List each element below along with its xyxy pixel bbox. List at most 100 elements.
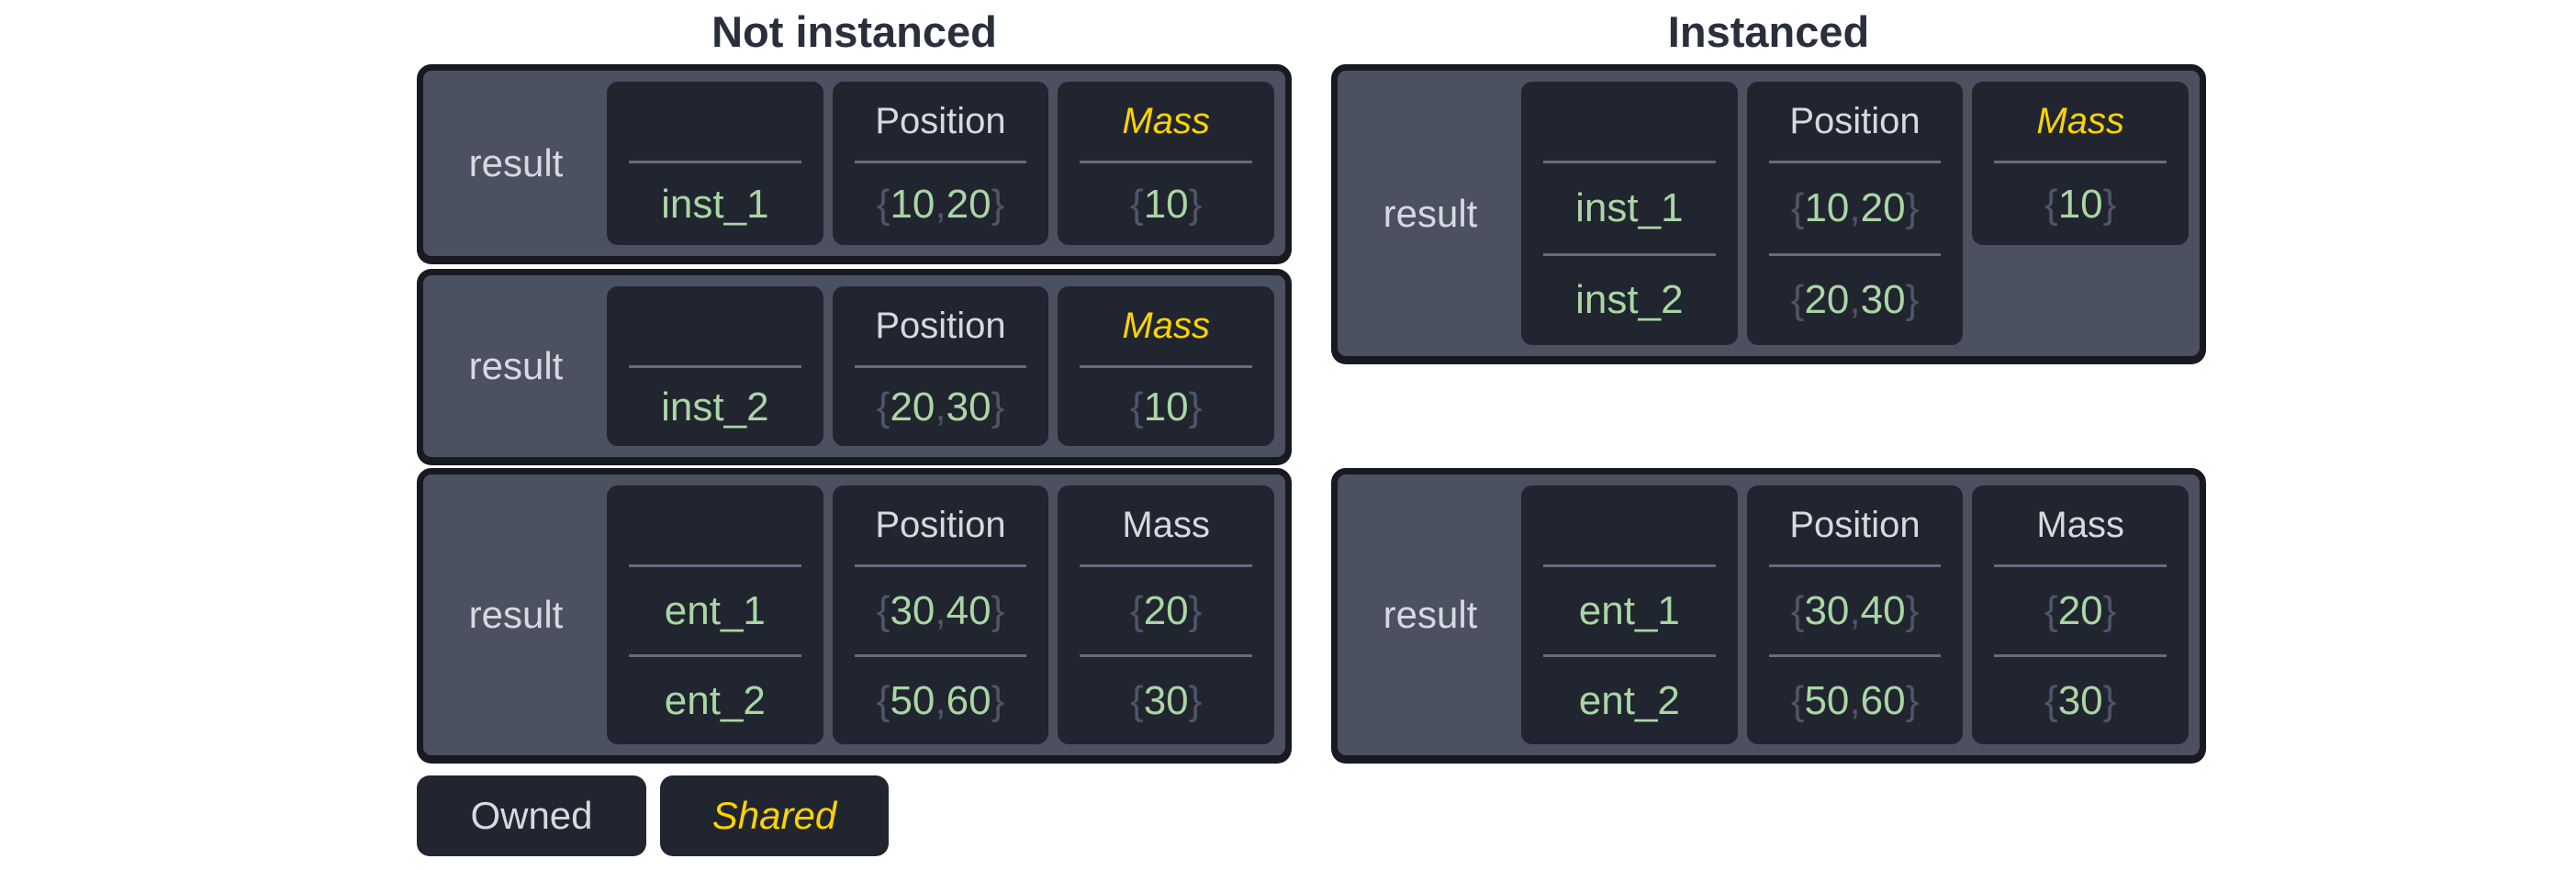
value-brace: { bbox=[2044, 677, 2058, 723]
value-text: 60 bbox=[946, 677, 991, 723]
value-brace: , bbox=[1849, 277, 1861, 323]
entity-value: ent_2 bbox=[1543, 657, 1716, 744]
not-instanced-box-l2: result inst_2 Position{20, 30}Mass{10} bbox=[417, 269, 1292, 463]
value-brace: , bbox=[935, 587, 946, 633]
row-separator bbox=[854, 161, 1027, 163]
mass-value: {20} bbox=[1080, 567, 1252, 654]
mass-value: {10} bbox=[1080, 368, 1252, 446]
mass-column-header: Mass bbox=[1122, 100, 1210, 141]
value-text: 40 bbox=[1860, 587, 1906, 633]
value-text: 30 bbox=[890, 587, 935, 633]
row-separator bbox=[1543, 161, 1716, 163]
value-brace: { bbox=[876, 384, 890, 429]
entity-column-header bbox=[629, 286, 801, 365]
left-column-title: Not instanced bbox=[711, 7, 997, 56]
value-text: 20 bbox=[890, 384, 935, 429]
value-brace: } bbox=[2102, 587, 2117, 633]
mass-value: {10} bbox=[1080, 163, 1252, 245]
position-column: Position{30, 40}{50, 60} bbox=[832, 485, 1049, 744]
value-text: ent_1 bbox=[1578, 587, 1680, 633]
position-column-header: Position bbox=[875, 100, 1006, 141]
mass-column: Mass{10} bbox=[1058, 286, 1275, 446]
mass-value: {20} bbox=[1994, 567, 2167, 654]
mass-column-header: Mass bbox=[2036, 100, 2124, 141]
position-value: {20, 30} bbox=[1769, 256, 1942, 346]
value-brace: { bbox=[2044, 181, 2058, 227]
position-value: {50, 60} bbox=[855, 657, 1027, 744]
row-separator bbox=[1543, 654, 1716, 657]
value-text: 20 bbox=[946, 181, 991, 227]
mass-value: {30} bbox=[1994, 657, 2167, 744]
value-brace: } bbox=[991, 587, 1005, 633]
legend-owned-label: Owned bbox=[470, 794, 593, 837]
mass-column: Mass {10} bbox=[1972, 82, 2190, 245]
row-separator bbox=[1543, 252, 1716, 256]
position-column: Position{30, 40}{50, 60} bbox=[1746, 485, 1964, 744]
value-brace: { bbox=[1790, 277, 1805, 323]
value-brace: } bbox=[1188, 181, 1203, 227]
entity-value: inst_1 bbox=[629, 163, 801, 245]
value-brace: , bbox=[935, 384, 946, 429]
position-column: Position{20, 30} bbox=[832, 286, 1049, 446]
row-separator bbox=[1080, 564, 1253, 567]
entity-column: ent_1 ent_2 bbox=[1521, 485, 1738, 744]
position-column-header: Position bbox=[1789, 100, 1921, 141]
mass-column-header: Mass bbox=[2036, 504, 2124, 545]
position-value: {30, 40} bbox=[1769, 567, 1942, 654]
value-brace: { bbox=[1790, 677, 1805, 723]
value-brace: } bbox=[1905, 677, 1920, 723]
row-separator bbox=[1080, 654, 1253, 657]
row-separator bbox=[1768, 252, 1942, 256]
value-text: 20 bbox=[2057, 587, 2103, 633]
result-label: result bbox=[468, 593, 564, 636]
entity-column-header bbox=[1543, 82, 1716, 161]
value-text: ent_2 bbox=[1578, 677, 1680, 723]
legend: Owned Shared bbox=[417, 775, 889, 856]
row-separator bbox=[1080, 365, 1253, 368]
row-separator bbox=[1768, 161, 1942, 163]
value-brace: , bbox=[1849, 677, 1861, 723]
position-value: {10, 20} bbox=[855, 163, 1027, 245]
value-brace: } bbox=[991, 677, 1005, 723]
value-brace: { bbox=[1790, 587, 1805, 633]
value-text: 30 bbox=[1860, 277, 1906, 323]
value-text: inst_1 bbox=[661, 181, 769, 227]
value-brace: } bbox=[1905, 184, 1920, 230]
row-separator bbox=[1994, 564, 2167, 567]
value-brace: } bbox=[1188, 677, 1203, 723]
row-separator bbox=[854, 365, 1027, 368]
value-brace: { bbox=[1130, 384, 1144, 429]
row-separator bbox=[629, 564, 801, 567]
value-brace: , bbox=[1849, 587, 1861, 633]
row-separator bbox=[629, 161, 801, 163]
entity-value: inst_2 bbox=[1543, 256, 1716, 346]
value-brace: , bbox=[1849, 184, 1861, 230]
entity-column: inst_2 bbox=[607, 286, 823, 446]
mass-column: Mass {20}{30} bbox=[1058, 485, 1275, 744]
value-text: 20 bbox=[1860, 184, 1906, 230]
value-text: ent_1 bbox=[664, 587, 766, 633]
value-text: 30 bbox=[1804, 587, 1850, 633]
mass-value: {10} bbox=[1994, 163, 2167, 245]
row-separator bbox=[1080, 161, 1253, 163]
row-separator bbox=[1768, 564, 1942, 567]
value-text: inst_2 bbox=[661, 384, 769, 429]
mass-column-header: Mass bbox=[1122, 504, 1210, 545]
entity-value: ent_1 bbox=[629, 567, 801, 654]
value-brace: } bbox=[991, 384, 1005, 429]
value-text: 10 bbox=[890, 181, 935, 227]
value-text: 50 bbox=[1804, 677, 1850, 723]
mass-value: {30} bbox=[1080, 657, 1252, 744]
value-brace: { bbox=[876, 181, 890, 227]
value-text: 30 bbox=[946, 384, 991, 429]
result-label: result bbox=[1383, 191, 1478, 235]
result-label: result bbox=[468, 344, 564, 387]
value-text: 10 bbox=[1804, 184, 1850, 230]
position-value: {20, 30} bbox=[855, 368, 1027, 446]
row-separator bbox=[1543, 564, 1716, 567]
row-separator bbox=[1994, 654, 2167, 657]
value-brace: , bbox=[935, 181, 946, 227]
